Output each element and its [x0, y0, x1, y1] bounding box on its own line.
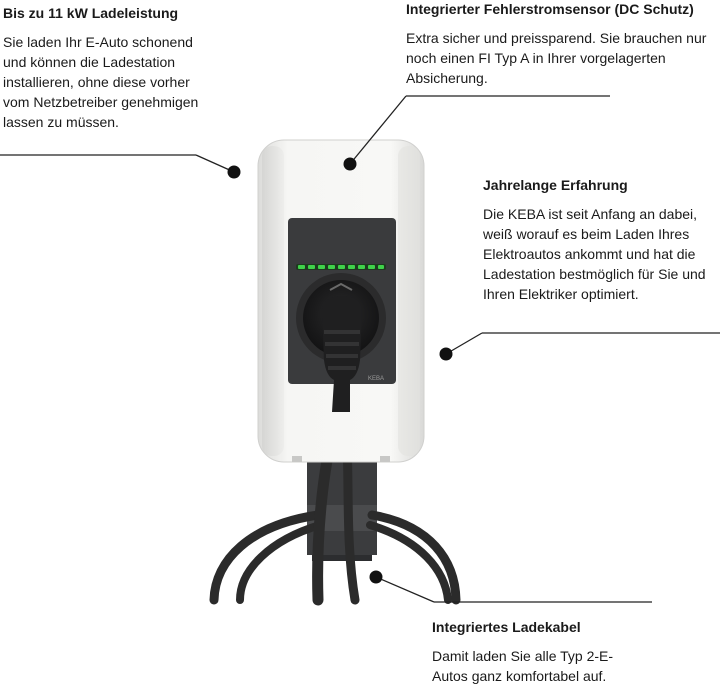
- leader-power: [0, 154, 241, 179]
- leader-sensor: [343, 95, 610, 171]
- callout-fault-sensor: Integrierter Fehlerstromsensor (DC Schut…: [406, 0, 720, 88]
- callout-title: Bis zu 11 kW Ladeleistung: [3, 5, 179, 21]
- callout-charging-power: Bis zu 11 kW Ladeleistung Sie laden Ihr …: [3, 4, 218, 132]
- callout-title: Integriertes Ladekabel: [432, 619, 581, 635]
- callout-experience: Jahrelange Erfahrung Die KEBA ist seit A…: [483, 176, 720, 304]
- leader-cable: [369, 570, 652, 603]
- callout-title: Integrierter Fehlerstromsensor (DC Schut…: [406, 1, 694, 17]
- callout-text: Extra sicher und preissparend. Sie brauc…: [406, 30, 707, 86]
- callout-text: Sie laden Ihr E-Auto schonend und können…: [3, 34, 199, 130]
- callout-text: Damit laden Sie alle Typ 2-E-Autos ganz …: [432, 648, 614, 684]
- brand-mark: KEBA: [368, 376, 384, 382]
- leader-experience: [439, 332, 720, 361]
- callout-text: Die KEBA ist seit Anfang an dabei, weiß …: [483, 206, 706, 302]
- callout-title: Jahrelange Erfahrung: [483, 177, 628, 193]
- callout-charging-cable: Integriertes Ladekabel Damit laden Sie a…: [432, 618, 692, 686]
- charging-cable: [209, 414, 461, 606]
- charging-plug: [322, 296, 362, 412]
- led-status-bar: [296, 264, 386, 270]
